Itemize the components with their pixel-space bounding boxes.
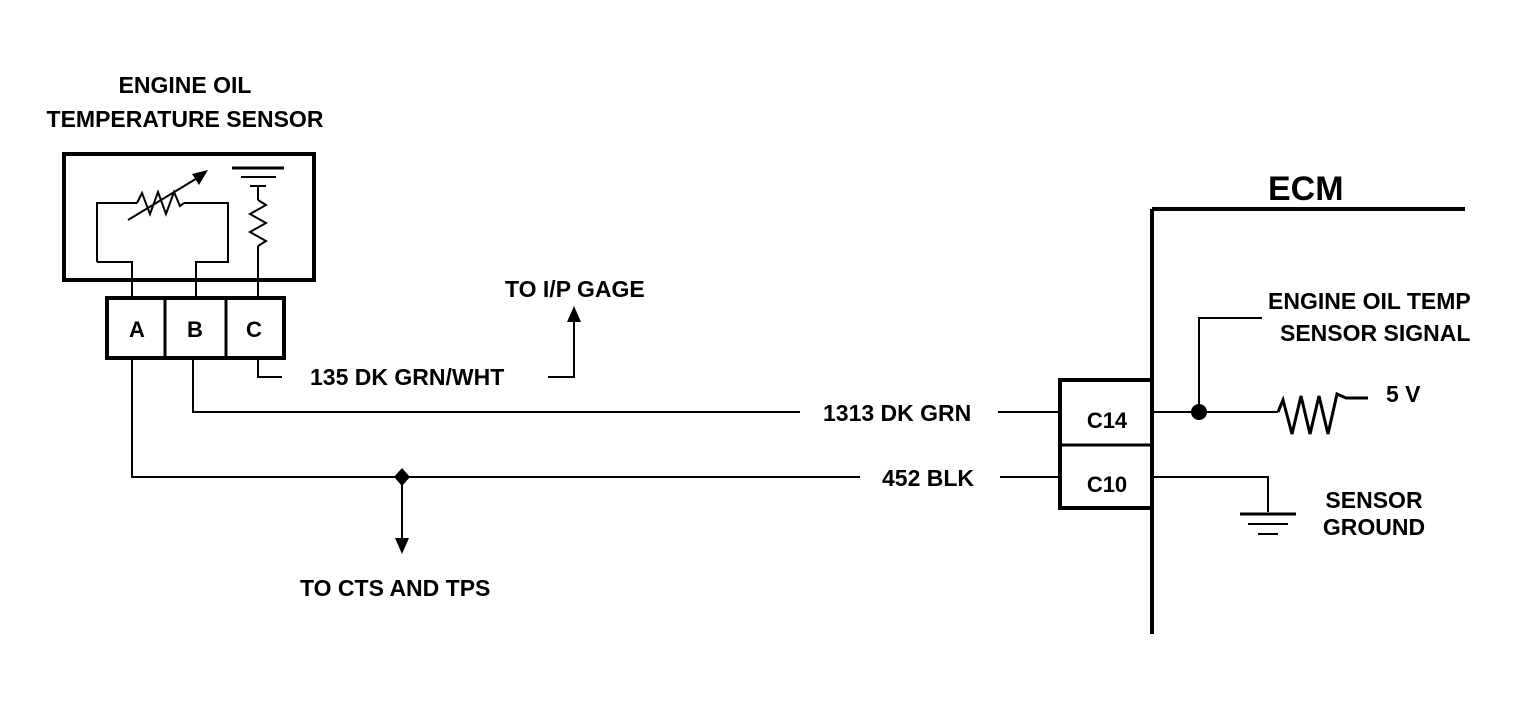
sensor-title-line1: ENGINE OIL — [119, 72, 252, 98]
connector-housing — [105, 296, 286, 360]
ecm-pin-c14-label: C14 — [1087, 408, 1128, 433]
reference-voltage-label: 5 V — [1386, 381, 1421, 407]
ecm-signal-tap — [1198, 317, 1262, 412]
ground-icon — [1240, 512, 1296, 535]
ecm-signal-label-line2: SENSOR SIGNAL — [1280, 320, 1470, 346]
wire-135-to-gage — [548, 318, 575, 378]
internal-resistor-symbol — [232, 166, 284, 298]
thermistor-symbol — [96, 170, 229, 298]
pin-c-label: C — [246, 317, 262, 342]
pin-a-label: A — [129, 317, 145, 342]
down-arrow-icon — [395, 538, 409, 554]
wire-1313 — [192, 358, 800, 413]
wire-1313-label: 1313 DK GRN — [823, 400, 971, 426]
pin-b-label: B — [187, 317, 203, 342]
ecm-signal-label-line1: ENGINE OIL TEMP — [1268, 288, 1471, 314]
up-arrow-icon — [567, 306, 581, 322]
gage-destination-label: TO I/P GAGE — [505, 276, 645, 302]
cts-tps-destination-label: TO CTS AND TPS — [300, 575, 490, 601]
wire-452-label: 452 BLK — [882, 465, 974, 491]
sensor-ground-label-line2: GROUND — [1323, 514, 1425, 540]
sensor-body — [62, 152, 316, 282]
wire-135 — [257, 358, 282, 378]
wire-135-label: 135 DK GRN/WHT — [310, 364, 504, 390]
pullup-resistor-symbol — [1276, 391, 1368, 435]
ecm-pin-c10-label: C10 — [1087, 472, 1127, 497]
ecm-ground-line — [1152, 476, 1269, 512]
ecm-title: ECM — [1268, 170, 1344, 208]
sensor-title-line2: TEMPERATURE SENSOR — [47, 106, 324, 132]
sensor-ground-label-line1: SENSOR — [1325, 487, 1423, 513]
wire-452 — [131, 358, 860, 478]
